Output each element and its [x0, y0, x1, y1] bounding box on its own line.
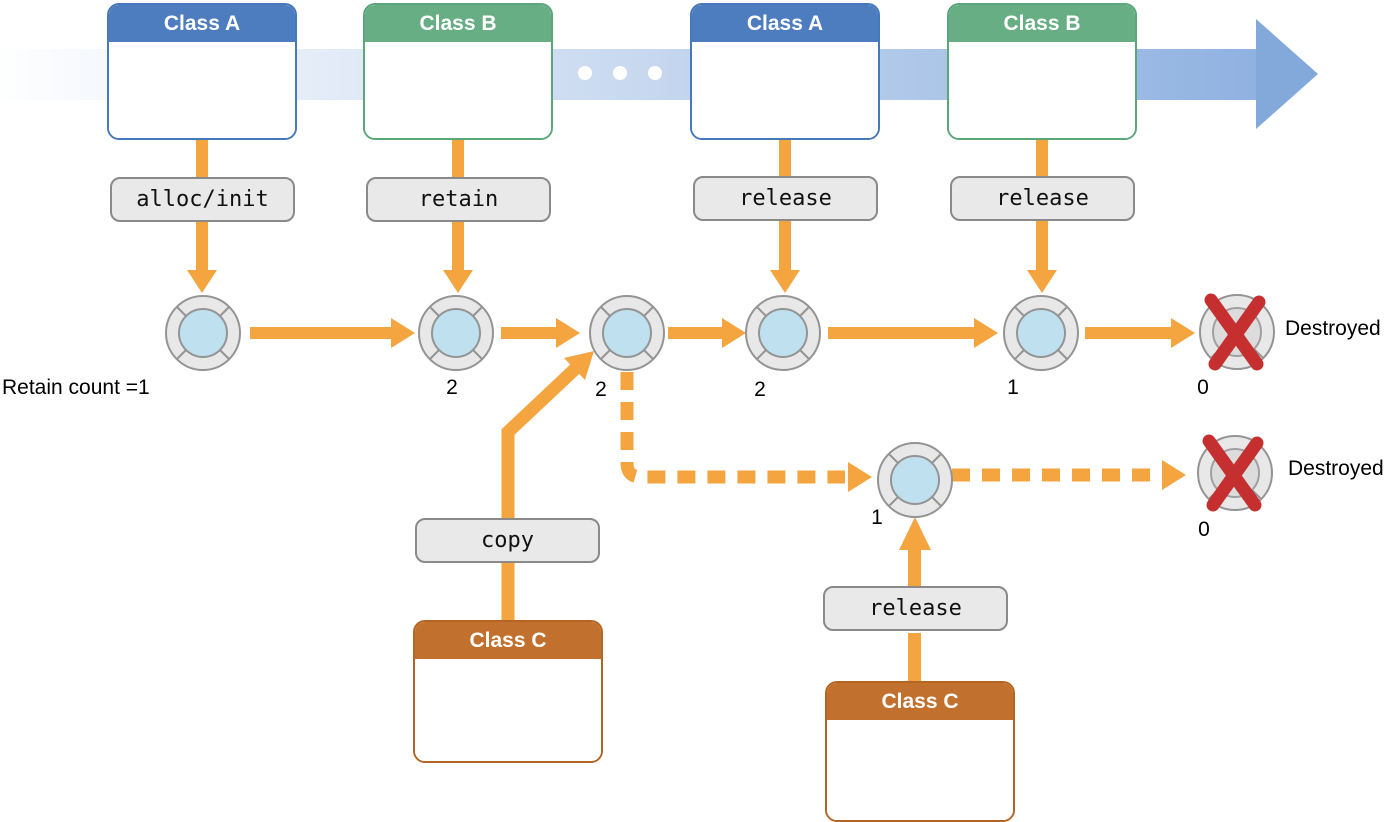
arrow-release-c-up: [899, 517, 931, 683]
class-box-body: [109, 42, 295, 138]
retain-count-value: 2: [754, 378, 766, 401]
object-circle-1: [165, 295, 241, 371]
arrow-object1-to-object2: [250, 318, 415, 348]
method-label-alloc-init: alloc/init: [110, 177, 295, 222]
class-box-c1: Class C: [413, 620, 603, 763]
arrow-alloc-init-down: [187, 138, 217, 293]
destroyed-object-icon-2: [1198, 436, 1272, 510]
class-box-body: [692, 42, 878, 138]
object-circle-2: [418, 295, 494, 371]
object-circle-5: [1003, 295, 1079, 371]
object-circle-3: [589, 295, 665, 371]
class-box-title: Class B: [365, 5, 551, 42]
retain-count-value: 0: [1197, 376, 1209, 399]
class-box-title: Class C: [415, 622, 601, 659]
method-label-release-b: release: [950, 176, 1135, 221]
method-label-copy: copy: [415, 518, 600, 563]
class-box-body: [949, 42, 1135, 138]
timeline-ellipsis-dot: [613, 66, 627, 80]
class-box-a2: Class A: [690, 3, 880, 140]
timeline-ellipsis-dot: [648, 66, 662, 80]
dashed-arrow-copy-to-object: [620, 372, 872, 492]
method-label-release-a: release: [693, 176, 878, 221]
class-box-body: [827, 720, 1013, 820]
class-box-body: [365, 42, 551, 138]
retain-count-value: 1: [1007, 376, 1019, 399]
arrow-release-a-down: [770, 138, 800, 293]
destroyed-label-2: Destroyed: [1288, 457, 1384, 480]
object-circle-4: [745, 295, 821, 371]
dashed-arrow-object-to-destroyed: [952, 460, 1186, 490]
arrow-release-b-down: [1027, 138, 1057, 293]
class-box-c2: Class C: [825, 681, 1015, 822]
timeline-arrowhead-icon: [1256, 19, 1318, 129]
class-box-title: Class C: [827, 683, 1013, 720]
retain-count-value: 1: [871, 506, 883, 529]
retain-count-start-label: Retain count =1: [2, 376, 150, 399]
class-box-title: Class A: [692, 5, 878, 42]
arrow-retain-down: [443, 138, 473, 293]
arrow-copy-branch: [501, 351, 594, 660]
destroyed-object-icon-1: [1200, 295, 1274, 369]
arrow-object3-to-object4: [668, 318, 746, 348]
class-box-title: Class B: [949, 5, 1135, 42]
class-box-title: Class A: [109, 5, 295, 42]
method-label-release-c: release: [823, 586, 1008, 631]
retain-count-value: 2: [446, 376, 458, 399]
class-box-a1: Class A: [107, 3, 297, 140]
timeline-ellipsis-dot: [578, 66, 592, 80]
arrow-object2-to-object3: [501, 318, 580, 348]
destroyed-label-1: Destroyed: [1285, 317, 1381, 340]
arrow-object4-to-object5: [828, 318, 998, 348]
arrow-object5-to-destroyed: [1085, 318, 1195, 348]
method-label-retain: retain: [366, 177, 551, 222]
class-box-b2: Class B: [947, 3, 1137, 140]
retain-count-value: 2: [595, 378, 607, 401]
retain-count-value: 0: [1198, 518, 1210, 541]
class-box-body: [415, 659, 601, 761]
class-box-b1: Class B: [363, 3, 553, 140]
